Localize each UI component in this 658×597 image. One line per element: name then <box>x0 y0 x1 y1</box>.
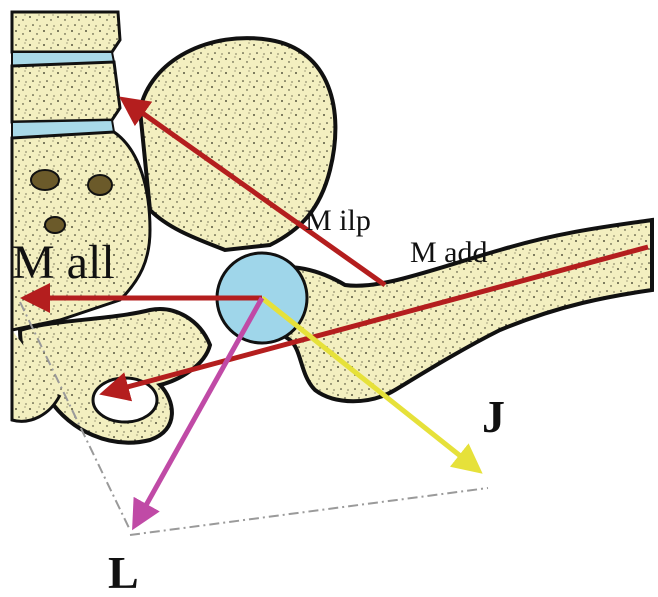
label-m-add: M add <box>410 236 488 269</box>
label-m-ilp: M ilp <box>305 204 371 237</box>
obturator-foramen <box>93 378 157 422</box>
label-l: L <box>108 547 139 597</box>
label-j: J <box>482 391 505 442</box>
lumbar-spine <box>12 12 120 138</box>
label-m-all: M all <box>12 236 115 289</box>
